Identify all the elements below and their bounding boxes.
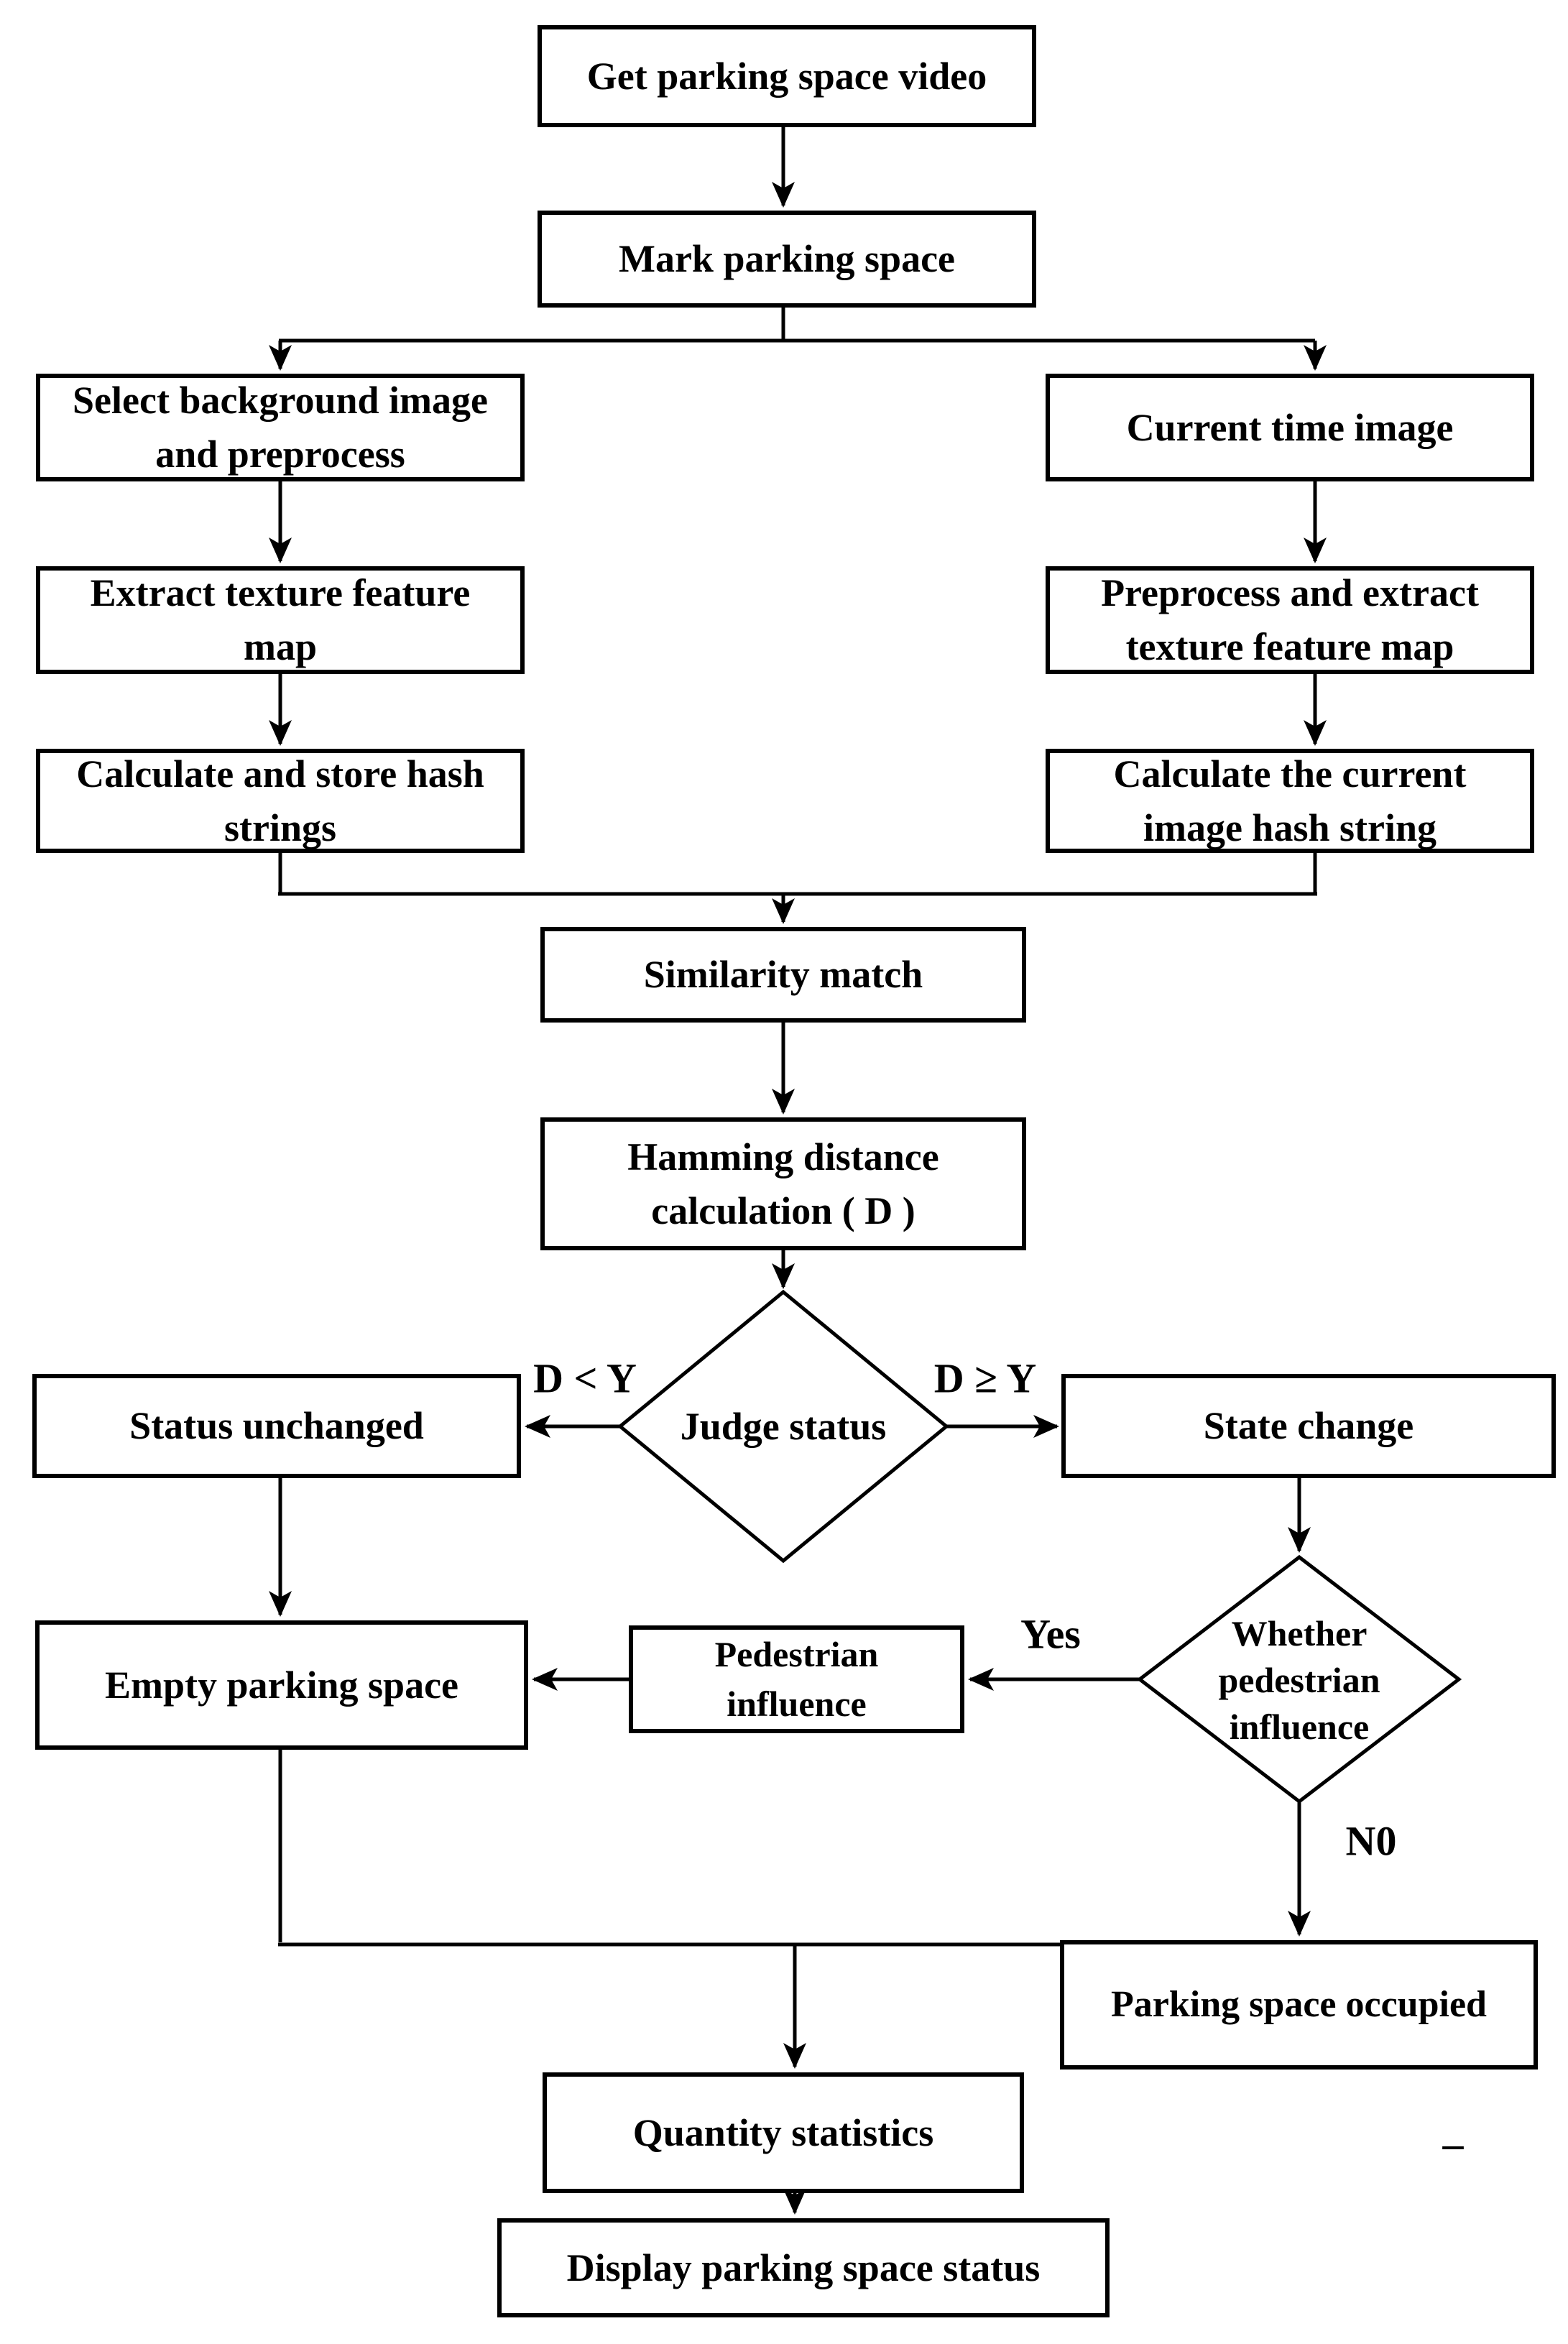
node-quantity-statistics: Quantity statistics [543,2072,1024,2193]
edge-label-no: N0 [1345,1817,1397,1865]
node-pedestrian-influence: Pedestrian influence [629,1625,964,1733]
node-select-background: Select background image and preprocess [36,374,525,481]
node-status-unchanged: Status unchanged [32,1374,521,1478]
node-hamming-distance: Hamming distance calculation ( D ) [540,1117,1026,1250]
node-get-parking-video: Get parking space video [538,25,1036,127]
diamond-judge-status-label: Judge status [680,1404,887,1448]
node-similarity-match: Similarity match [540,927,1026,1023]
node-extract-texture-map: Extract texture feature map [36,566,525,674]
node-preprocess-extract: Preprocess and extract texture feature m… [1046,566,1534,674]
node-state-change: State change [1061,1374,1556,1478]
whether-pedestrian-diamond [1136,1554,1462,1804]
edge-label-yes: Yes [1020,1610,1081,1658]
edge-label-d-less-than-y: D < Y [533,1355,637,1402]
node-calculate-store-hash: Calculate and store hash strings [36,749,525,853]
stray-dash-mark: – [1442,2120,1464,2167]
edge-label-d-greater-equal-y: D ≥ Y [933,1355,1037,1402]
node-empty-parking-space: Empty parking space [35,1620,528,1750]
node-current-time-image: Current time image [1046,374,1534,481]
node-calculate-current-hash: Calculate the current image hash string [1046,749,1534,853]
node-parking-space-occupied: Parking space occupied [1060,1940,1538,2070]
node-display-parking-status: Display parking space status [497,2218,1110,2317]
diamond-whether-pedestrian-label: Whether pedestrian influence [1218,1612,1380,1747]
node-mark-parking-space: Mark parking space [538,211,1036,308]
judge-status-diamond [617,1289,949,1564]
